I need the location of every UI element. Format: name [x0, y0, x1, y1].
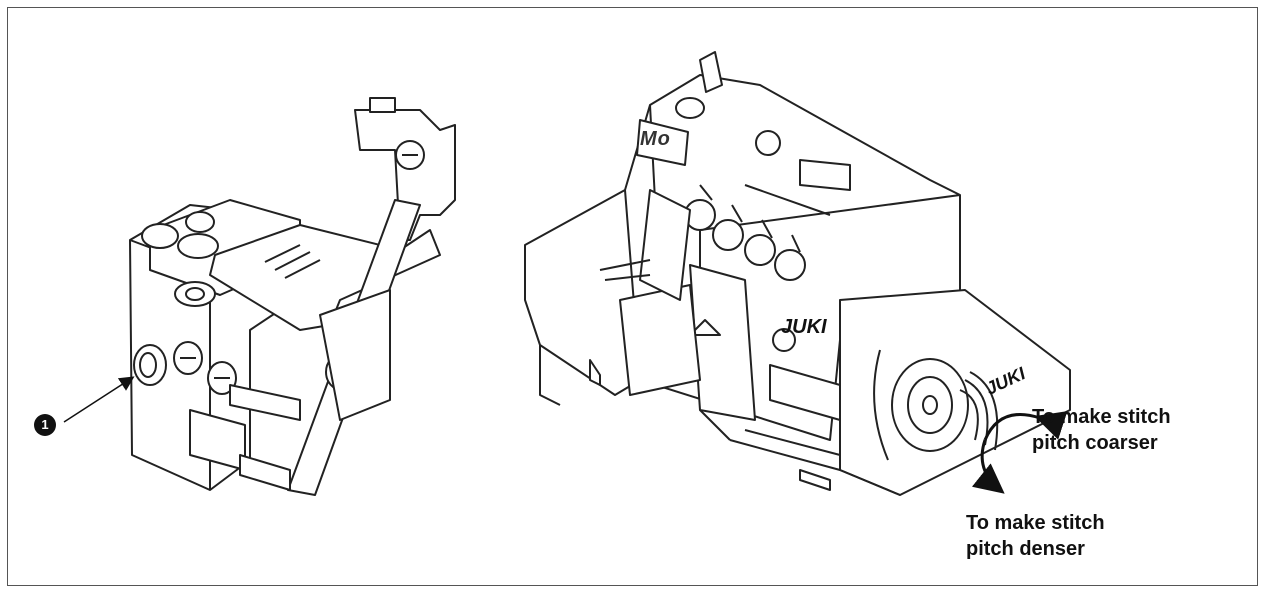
overlock-machine-drawing — [524, 51, 1071, 496]
feed-mechanism-drawing — [129, 97, 456, 496]
denser-annotation: To make stitch pitch denser — [966, 510, 1105, 562]
denser-annotation-line1: To make stitch — [966, 512, 1105, 534]
callout-number-1: 1 — [34, 414, 56, 436]
coarser-annotation: To make stitch pitch coarser — [1032, 404, 1171, 456]
denser-annotation-line2: pitch denser — [966, 538, 1085, 560]
coarser-annotation-line1: To make stitch — [1032, 406, 1171, 428]
callout-leader-line — [63, 376, 135, 423]
model-badge-text: Mo — [640, 128, 671, 150]
rotation-arrows — [971, 411, 1068, 494]
coarser-annotation-line2: pitch coarser — [1032, 432, 1158, 454]
juki-logo-front: JUKI — [781, 316, 827, 338]
